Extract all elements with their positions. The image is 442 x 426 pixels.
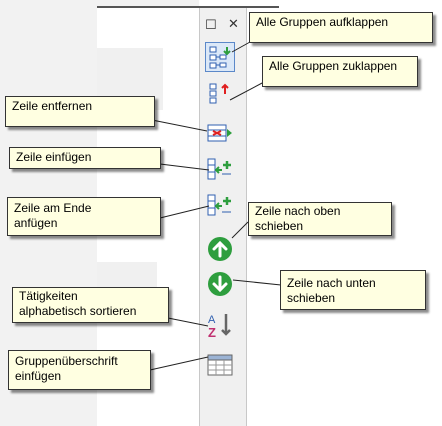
insert-row-button[interactable] [205,154,235,184]
sort-az-icon: A Z [208,314,231,339]
insert-group-header-button[interactable] [205,350,235,380]
callout-collapse-all: Alle Gruppen zuklappen [262,56,418,87]
append-row-button[interactable] [205,190,235,220]
svg-text:Z: Z [208,325,216,339]
content-row-shade-lower [97,262,157,290]
row-append-icon [207,194,231,216]
move-down-button[interactable] [205,269,235,299]
callout-move-up: Zeile nach oben schieben [248,202,392,236]
svg-text:A: A [208,314,216,326]
table-grid-icon [207,354,233,376]
callout-insert-row: Zeile einfügen [9,147,161,169]
tree-expand-icon [209,46,231,69]
sort-alpha-button[interactable]: A Z [205,310,235,340]
remove-row-button[interactable] [205,118,235,148]
arrow-up-circle-icon [208,237,232,261]
row-remove-icon [207,124,232,142]
callout-move-down: Zeile nach unten schieben [280,270,426,310]
callout-group-header: Gruppenüberschrift einfügen [8,350,151,390]
arrow-down-circle-icon [208,272,232,296]
collapse-all-button[interactable] [205,78,235,108]
tree-collapse-icon [209,83,229,104]
callout-append-row: Zeile am Ende anfügen [7,197,161,236]
top-border [97,6,279,8]
expand-all-button[interactable] [205,42,235,72]
callout-sort-alpha: Tätigkeiten alphabetisch sortieren [12,287,169,323]
restore-icon[interactable]: ☐ [205,17,217,32]
row-insert-icon [207,158,231,180]
close-icon[interactable]: ✕ [228,16,239,31]
move-up-button[interactable] [205,234,235,264]
callout-remove-row: Zeile entfernen [5,96,155,127]
callout-expand-all: Alle Gruppen aufklappen [249,12,433,43]
